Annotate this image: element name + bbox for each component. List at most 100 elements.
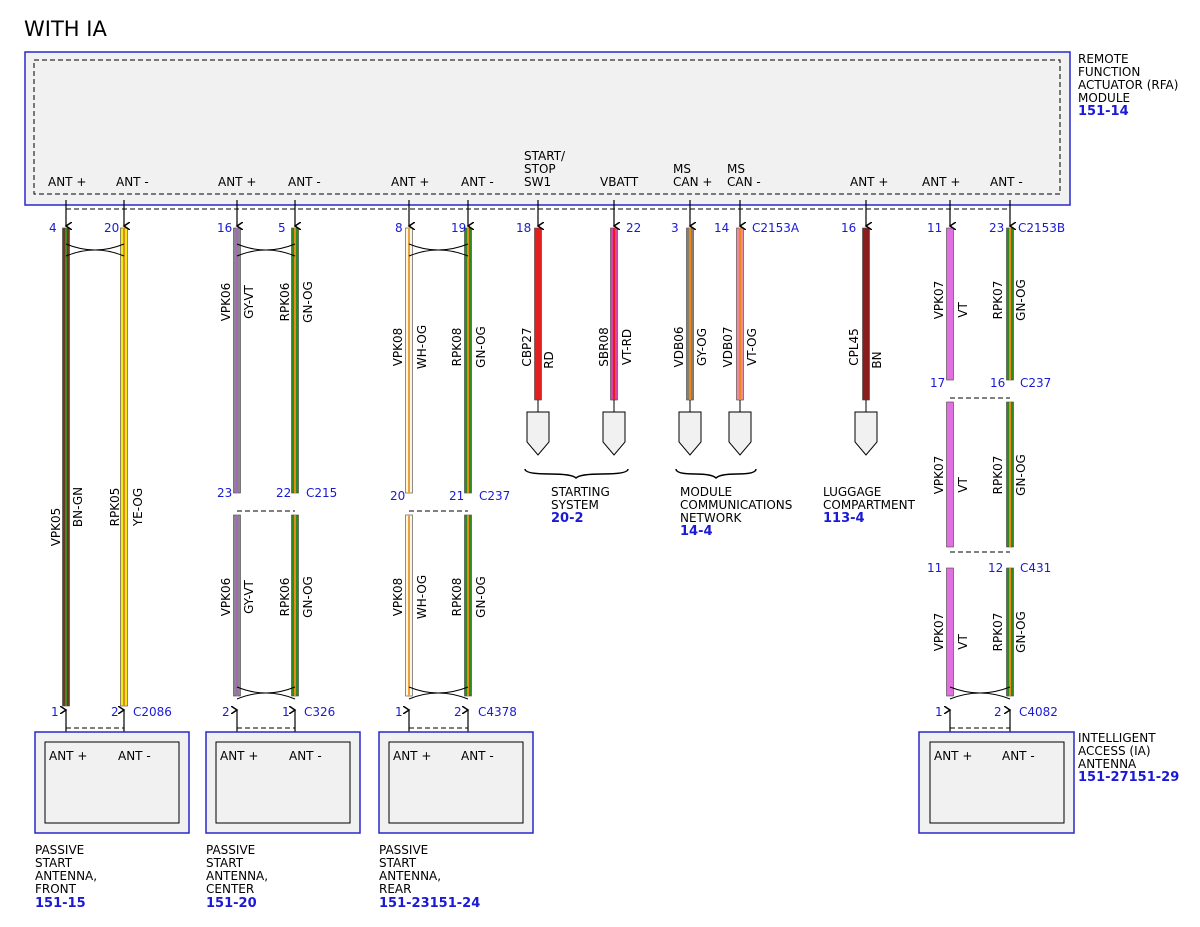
antenna-rear: 1 2 C4378 ANT + ANT - PASSIVE START ANTE… xyxy=(378,705,534,911)
wire-sbr08 xyxy=(610,227,618,401)
module-pin-label: START/ xyxy=(524,149,566,163)
wire-color-label: VT-OG xyxy=(745,328,759,366)
module-ref-link[interactable]: 151-14 xyxy=(1078,104,1129,119)
antenna-pin-label: ANT - xyxy=(461,749,494,763)
wire-cpl45 xyxy=(862,227,870,401)
terminal-starting xyxy=(602,411,626,456)
component-ref-link[interactable]: 151-15 xyxy=(35,896,86,911)
destination-labels: STARTING SYSTEM 20-2 MODULE COMMUNICATIO… xyxy=(551,485,916,539)
antenna-center: 2 1 C326 ANT + ANT - PASSIVE START ANTEN… xyxy=(205,705,361,911)
circuit-label: VPK08 xyxy=(391,328,405,367)
destination-line: COMPARTMENT xyxy=(823,498,916,512)
pin-number: 17 xyxy=(930,376,945,390)
wire-rpk06 xyxy=(291,514,299,697)
circuit-label: RPK07 xyxy=(991,456,1005,495)
wire-color-label: GN-OG xyxy=(1014,454,1028,496)
wire-color-label: RD xyxy=(542,351,556,369)
destination-ref-link[interactable]: 20-2 xyxy=(551,511,584,526)
circuit-label: RPK06 xyxy=(278,283,292,322)
wire-rpk06 xyxy=(291,227,299,494)
antenna-pin-label: ANT + xyxy=(934,749,972,763)
module-pin-label: ANT + xyxy=(48,175,86,189)
circuit-label: VPK07 xyxy=(932,613,946,652)
antenna-ia: 1 2 C4082 ANT + ANT - INTELLIGENT ACCESS… xyxy=(918,705,1179,834)
wire-rpk08 xyxy=(464,514,472,697)
inline-connector-c431: 11 12 C431 xyxy=(927,551,1051,575)
pin-number: 16 xyxy=(990,376,1005,390)
pin-number: 23 xyxy=(989,221,1004,235)
circuit-label: VPK07 xyxy=(932,281,946,320)
pin-number: 2 xyxy=(222,705,230,719)
wire-color-label: YE-OG xyxy=(131,488,145,527)
component-name-line: ANTENNA, xyxy=(379,869,441,883)
antenna-pin-label: ANT - xyxy=(118,749,151,763)
wire-vpk08 xyxy=(405,227,413,494)
wire-color-label: GN-OG xyxy=(1014,611,1028,653)
module-pin-label: ANT - xyxy=(116,175,149,189)
component-name-line: PASSIVE xyxy=(206,843,255,857)
wire-vpk08 xyxy=(405,514,413,697)
inline-connector-c237-rear: 20 21 C237 xyxy=(390,489,510,512)
pin-number: 2 xyxy=(111,705,119,719)
circuit-label: SBR08 xyxy=(597,327,611,366)
module-pin-label: VBATT xyxy=(600,175,639,189)
connector-id: C2153B xyxy=(1018,221,1065,235)
wire-labels: VPK05 BN-GN RPK05 YE-OG VPK06 GY-VT RPK0… xyxy=(49,279,1028,653)
circuit-label: RPK06 xyxy=(278,578,292,617)
pin-number: 8 xyxy=(395,221,403,235)
wire-color-label: GY-OG xyxy=(695,328,709,366)
pin-number: 16 xyxy=(841,221,856,235)
diagram-title: WITH IA xyxy=(24,17,107,41)
rfa-module: REMOTE FUNCTION ACTUATOR (RFA) MODULE 15… xyxy=(24,51,1178,206)
pin-number: 16 xyxy=(217,221,232,235)
circuit-label: RPK05 xyxy=(108,488,122,527)
wire-color-label: GY-VT xyxy=(242,579,256,613)
circuit-label: VPK05 xyxy=(49,508,63,547)
pin-number: 20 xyxy=(104,221,119,235)
component-name-line: ANTENNA, xyxy=(35,869,97,883)
inline-connector-c215: 23 22 C215 xyxy=(217,486,337,512)
terminal-network xyxy=(678,411,702,456)
circuit-label: VPK08 xyxy=(391,578,405,617)
wire-vpk05 xyxy=(62,227,70,707)
pin-number: 12 xyxy=(988,561,1003,575)
pin-number: 2 xyxy=(994,705,1002,719)
wire-vpk06 xyxy=(233,514,241,697)
component-name-line: PASSIVE xyxy=(379,843,428,857)
inline-connector-c237-ia: 17 16 C237 xyxy=(930,376,1051,399)
pin-number: 20 xyxy=(390,489,405,503)
wire-rpk05 xyxy=(120,227,128,707)
wire-color-label: VT xyxy=(956,477,970,493)
circuit-label: VPK06 xyxy=(219,283,233,322)
component-ref-link[interactable]: 151-27151-29 xyxy=(1078,770,1179,785)
wire-color-label: GN-OG xyxy=(474,326,488,368)
wire-color-label: GN-OG xyxy=(301,281,315,323)
component-ref-link[interactable]: 151-23151-24 xyxy=(379,896,480,911)
destination-line: NETWORK xyxy=(680,511,743,525)
component-name-line: INTELLIGENT xyxy=(1078,731,1156,745)
pin-number: 5 xyxy=(278,221,286,235)
wires-layer xyxy=(62,227,1014,707)
wire-rpk08 xyxy=(464,227,472,494)
connector-id: C431 xyxy=(1020,561,1051,575)
header-pin-numbers: 4 20 16 5 8 19 18 22 3 14 16 11 23 C2153… xyxy=(49,221,1065,235)
pin-number: 11 xyxy=(927,561,942,575)
connector-id: C4082 xyxy=(1019,705,1058,719)
component-ref-link[interactable]: 151-20 xyxy=(206,896,257,911)
module-pin-label: CAN + xyxy=(673,175,712,189)
wire-cbp27 xyxy=(534,227,542,401)
module-pin-label: ANT + xyxy=(391,175,429,189)
destination-ref-link[interactable]: 113-4 xyxy=(823,511,865,526)
connector-id: C215 xyxy=(306,486,337,500)
wire-vpk07 xyxy=(946,401,954,548)
pin-number: 23 xyxy=(217,486,232,500)
wire-color-label: BN-GN xyxy=(71,487,85,527)
connector-id: C237 xyxy=(479,489,510,503)
wire-vpk07 xyxy=(946,227,954,381)
destination-ref-link[interactable]: 14-4 xyxy=(680,524,713,539)
pin-number: 22 xyxy=(276,486,291,500)
wire-color-label: GN-OG xyxy=(301,576,315,618)
wire-rpk07 xyxy=(1006,401,1014,548)
module-pin-label: ANT - xyxy=(461,175,494,189)
connector-id: C2086 xyxy=(133,705,172,719)
